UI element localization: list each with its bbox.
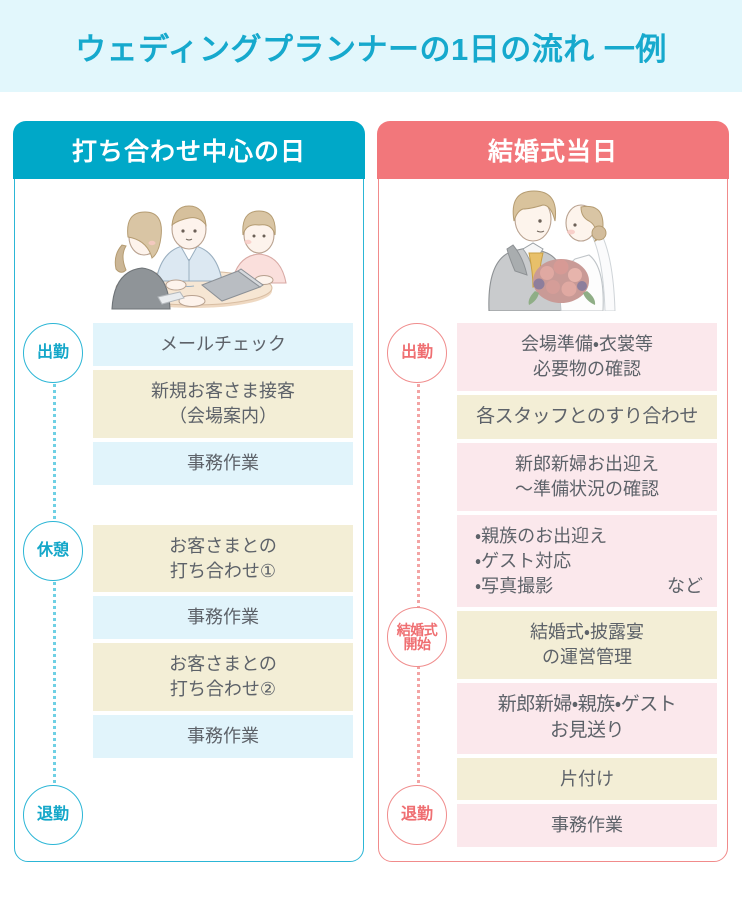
card-header-meeting-day: 打ち合わせ中心の日	[13, 121, 365, 180]
timeline-connector	[53, 353, 56, 816]
timeline-connector	[417, 353, 420, 816]
task-item: 事務作業	[93, 441, 353, 485]
task-item: 事務作業	[457, 804, 717, 848]
task-item: お客さまとの 打ち合わせ②	[93, 643, 353, 711]
badge-label: 休憩	[36, 542, 69, 559]
badge-label: 退勤	[36, 806, 69, 823]
badge-start-work: 出勤	[387, 323, 447, 384]
task-item: 事務作業	[93, 596, 353, 640]
badge-end-work: 退勤	[23, 785, 83, 846]
card-wedding-day: 結婚式当日	[377, 121, 729, 862]
badge-start-work: 出勤	[23, 323, 83, 384]
badge-label: 出勤	[36, 344, 69, 361]
task-item: 事務作業	[93, 714, 353, 758]
task-item: お客さまとの 打ち合わせ①	[93, 524, 353, 593]
card-meeting-day: 打ち合わせ中心の日	[13, 121, 365, 862]
page-title-banner: ウェディングプランナーの1日の流れ 一例	[0, 0, 742, 92]
task-item: 各スタッフとのすり合わせ	[457, 395, 717, 440]
task-item: 新郎新婦お出迎え 〜準備状況の確認	[457, 443, 717, 511]
badge-label: 出勤	[400, 344, 433, 361]
bullet-tail: など	[667, 575, 703, 596]
badge-ceremony-start: 結婚式 開始	[387, 607, 447, 668]
badge-label: 退勤	[400, 806, 433, 823]
bride-groom-illustration	[379, 179, 727, 312]
task-item: 新規お客さま接客 （会場案内）	[93, 370, 353, 438]
task-item: 新郎新婦・親族・ゲスト お見送り	[457, 683, 717, 754]
task-item: メールチェック	[93, 323, 353, 367]
meeting-illustration	[15, 179, 363, 311]
page-title: ウェディングプランナーの1日の流れ 一例	[75, 31, 667, 67]
task-item: 結婚式・披露宴 の運営管理	[457, 611, 717, 680]
timeline-wedding-day: 出勤 結婚式 開始 退勤 会場準備・衣裳等 必要物の確認 各スタッフとのすり合わ…	[379, 323, 727, 848]
badge-break: 休憩	[23, 521, 83, 582]
bullet-text: ・写真撮影	[475, 575, 554, 596]
timeline-meeting-day: 出勤 休憩 退勤 メールチェック 新規お客さま接客 （会場案内） 事務作業 お客…	[15, 323, 363, 846]
card-header-wedding-day: 結婚式当日	[377, 121, 729, 180]
badge-label-line1: 結婚式	[396, 621, 438, 638]
task-item: 会場準備・衣裳等 必要物の確認	[457, 323, 717, 392]
task-item: 片付け	[457, 757, 717, 801]
schedule-columns: 打ち合わせ中心の日	[0, 121, 742, 862]
badge-end-work: 退勤	[387, 785, 447, 846]
task-item-bullets: ・親族のお出迎え ・ゲスト対応 ・写真撮影 など	[457, 514, 717, 608]
badge-label-line2: 開始	[403, 636, 432, 653]
timeline-gap	[93, 489, 363, 525]
